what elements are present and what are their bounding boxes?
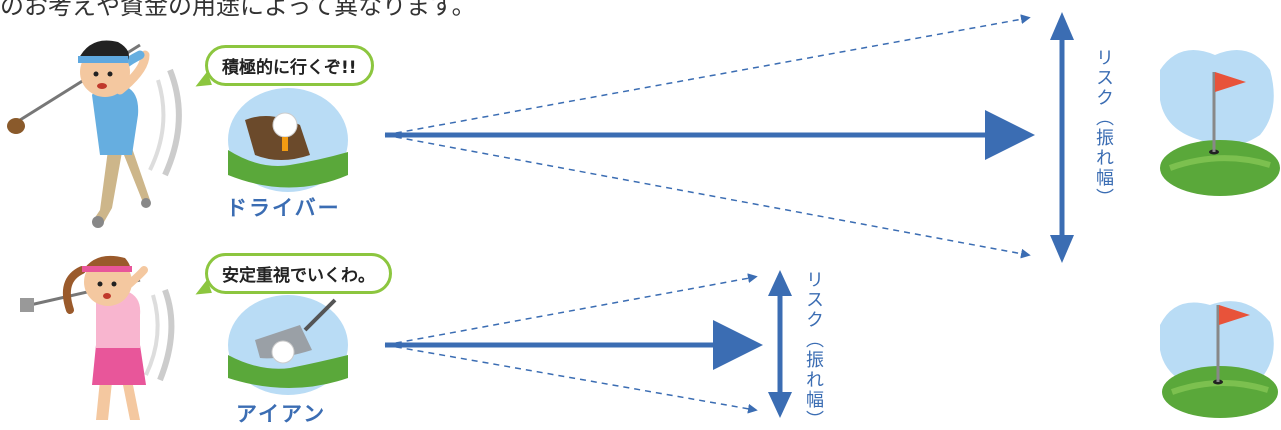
intro-text: のお考えや資金の用途によって異なります。 xyxy=(0,0,476,20)
iron-risk-arrow xyxy=(768,270,792,418)
iron-risk-label: リスク（振れ幅） xyxy=(803,270,824,430)
driver-club-icon xyxy=(228,88,348,192)
male-golfer-illustration xyxy=(7,40,182,228)
iron-label: アイアン xyxy=(236,402,327,426)
driver-risk-label: リスク（振れ幅） xyxy=(1093,48,1114,208)
iron-speech-bubble: 安定重視でいくわ。 xyxy=(205,253,392,294)
goal-green-top xyxy=(1160,50,1280,196)
driver-risk-arrow xyxy=(1050,12,1074,263)
iron-club-icon xyxy=(228,295,348,395)
driver-speech-bubble: 積極的に行くぞ!! xyxy=(205,45,374,86)
driver-trajectory xyxy=(384,14,1035,259)
iron-trajectory xyxy=(384,273,763,414)
goal-green-bottom xyxy=(1160,301,1278,418)
driver-label: ドライバー xyxy=(226,196,341,220)
female-golfer-illustration xyxy=(20,255,175,420)
